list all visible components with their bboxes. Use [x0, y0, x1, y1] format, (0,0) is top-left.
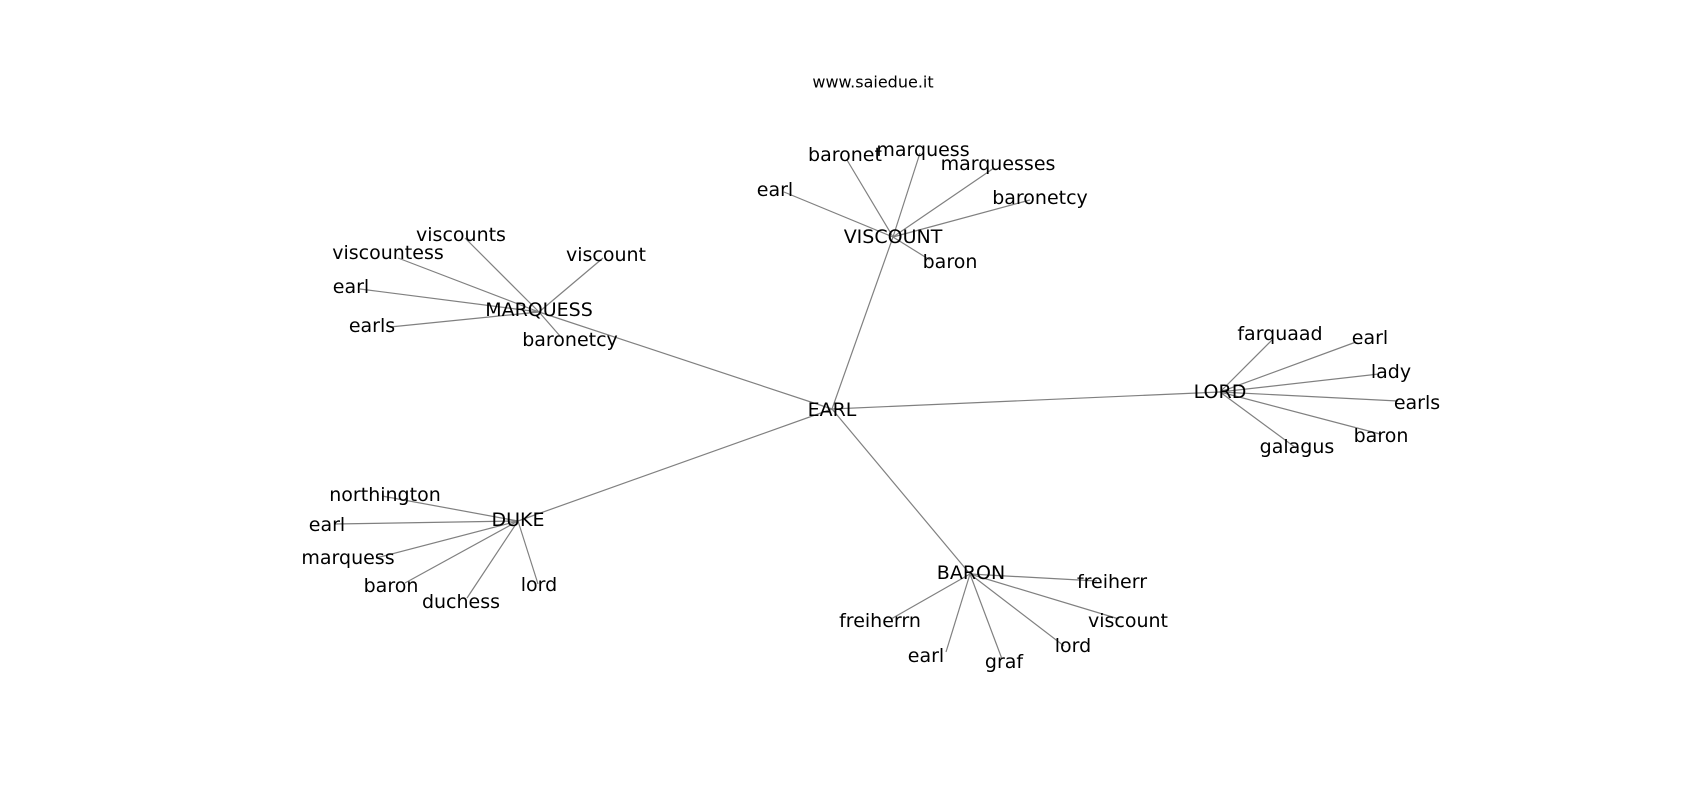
edge-baron-3	[945, 573, 971, 653]
edge-root-marquess	[538, 311, 833, 410]
edge-duke-5	[517, 520, 539, 585]
edge-marquess-4	[389, 311, 540, 328]
leaf-node-lord: baron	[1354, 425, 1409, 447]
leaf-node-marquess: earl	[333, 276, 369, 298]
edge-viscount-1	[846, 159, 894, 238]
edge-lord-4	[1219, 391, 1381, 435]
edge-marquess-1	[397, 257, 540, 313]
edge-viscount-2	[892, 152, 921, 238]
edge-duke-3	[404, 520, 519, 584]
leaf-node-baron: graf	[985, 651, 1025, 673]
leaf-node-duke: lord	[521, 574, 557, 596]
leaf-node-baron: lord	[1055, 635, 1091, 657]
edges-layer	[333, 152, 1399, 660]
edge-root-baron	[831, 408, 971, 575]
hub-node-marquess: MARQUESS	[485, 299, 593, 321]
edge-baron-4	[969, 573, 1003, 660]
leaf-node-viscount: marquess	[876, 139, 969, 161]
edge-root-duke	[517, 408, 833, 522]
leaf-node-viscount: baronet	[808, 144, 882, 166]
edge-marquess-2	[538, 257, 604, 313]
leaf-node-lord: galagus	[1260, 436, 1335, 458]
leaf-node-duke: baron	[364, 575, 419, 597]
edge-lord-1	[1219, 341, 1357, 393]
edge-baron-1	[890, 573, 971, 620]
leaf-node-baron: freiherr	[1077, 571, 1147, 593]
edge-baron-0	[969, 573, 1098, 582]
labels-layer: www.saiedue.itEARLVISCOUNTearlbaronetmar…	[301, 73, 1440, 674]
hub-node-lord: LORD	[1194, 381, 1247, 403]
leaf-node-viscount: baronetcy	[992, 187, 1088, 209]
edge-baron-5	[969, 573, 1065, 647]
edge-viscount-0	[783, 191, 894, 238]
edge-marquess-3	[359, 288, 540, 313]
leaf-node-marquess: viscounts	[416, 224, 506, 246]
leaf-node-marquess: viscountess	[332, 242, 444, 264]
leaf-node-baron: viscount	[1088, 610, 1168, 632]
hub-node-duke: DUKE	[491, 509, 544, 531]
edge-lord-5	[1219, 391, 1297, 449]
leaf-node-duke: northington	[329, 484, 440, 506]
edge-marquess-0	[464, 237, 540, 313]
leaf-node-viscount: earl	[757, 179, 793, 201]
leaf-node-duke: marquess	[301, 547, 394, 569]
leaf-node-lord: earl	[1352, 327, 1388, 349]
edge-viscount-3	[892, 167, 995, 238]
edge-duke-4	[466, 520, 519, 599]
leaf-node-lord: farquaad	[1237, 323, 1322, 345]
leaf-node-lord: lady	[1371, 361, 1411, 383]
hub-node-baron: BARON	[937, 562, 1005, 584]
leaf-node-baron: freiherrn	[839, 610, 921, 632]
edge-lord-0	[1219, 339, 1273, 393]
leaf-node-duke: duchess	[422, 591, 500, 613]
leaf-node-duke: earl	[309, 514, 345, 536]
edge-baron-2	[969, 573, 1120, 620]
edge-lord-3	[1219, 391, 1399, 402]
edge-duke-2	[375, 520, 519, 559]
leaf-node-marquess: earls	[349, 315, 395, 337]
edge-viscount-5	[892, 236, 931, 261]
edge-viscount-4	[892, 199, 1031, 238]
site-title: www.saiedue.it	[812, 73, 933, 92]
leaf-node-viscount: marquesses	[941, 153, 1056, 175]
leaf-node-lord: earls	[1394, 392, 1440, 414]
leaf-node-marquess: baronetcy	[522, 329, 618, 351]
leaf-node-baron: earl	[908, 645, 944, 667]
edge-marquess-5	[538, 311, 561, 337]
edge-duke-0	[381, 495, 519, 522]
edge-duke-1	[333, 520, 519, 525]
leaf-node-viscount: baron	[923, 251, 978, 273]
edge-root-viscount	[831, 236, 894, 410]
leaf-node-marquess: viscount	[566, 244, 646, 266]
edge-root-lord	[831, 391, 1221, 410]
hub-node-viscount: VISCOUNT	[844, 226, 943, 248]
root-node-label: EARL	[808, 399, 857, 421]
edge-lord-2	[1219, 373, 1380, 393]
